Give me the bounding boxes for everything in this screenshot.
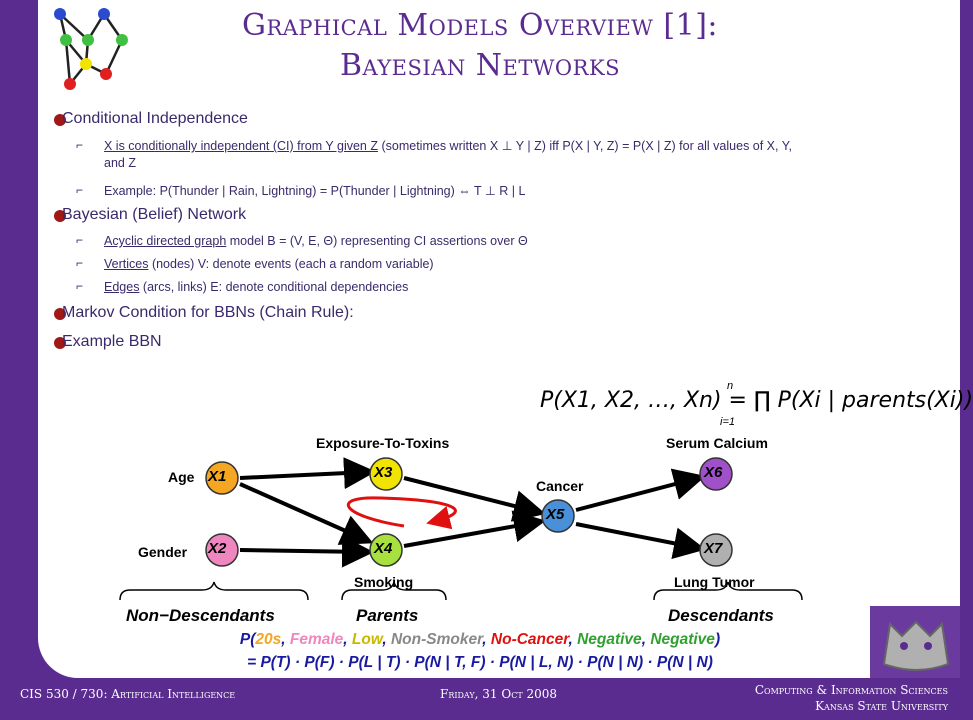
slide-title-line1: Graphical Models Overview [1]: bbox=[241, 8, 719, 43]
brace-label-parents: Parents bbox=[356, 606, 419, 625]
footer-course: CIS 530 / 730: Artificial Intelligence bbox=[20, 687, 236, 701]
brace-label-non-descendants: Non−Descendants bbox=[126, 606, 275, 625]
var-name-gender: Gender bbox=[138, 544, 188, 560]
brace-descendants bbox=[653, 581, 803, 601]
bbn-vertices-rest: (nodes) V: denote events (each a random … bbox=[148, 257, 434, 271]
node-label-x4: X4 bbox=[374, 540, 393, 557]
ex-age-value: 20s bbox=[255, 631, 282, 648]
ex-sep: , bbox=[281, 631, 290, 648]
ci-definition-link[interactable]: X is conditionally independent (CI) from… bbox=[104, 139, 378, 153]
bbn-edges-rest: (arcs, links) E: denote conditional depe… bbox=[139, 280, 409, 294]
ex-serum-value: Negative bbox=[577, 631, 642, 648]
bbn-node-x7[interactable] bbox=[699, 533, 733, 567]
ex-p-open: P( bbox=[239, 631, 256, 648]
example-factorization: = P(T) · P(F) · P(L | T) · P(N | T, F) ·… bbox=[247, 654, 713, 671]
ex-gender-value: Female bbox=[289, 631, 344, 648]
bullet-markov-condition: Markov Condition for BBNs (Chain Rule): bbox=[62, 304, 354, 321]
bbn-node-x3[interactable] bbox=[369, 457, 403, 491]
ci-definition: X is conditionally independent (CI) from… bbox=[104, 138, 914, 172]
bbn-node-x5[interactable] bbox=[541, 499, 575, 533]
bullet-icon bbox=[54, 114, 66, 126]
bbn-edges bbox=[239, 457, 706, 568]
sub-bullet-icon: ⌐ bbox=[76, 233, 84, 247]
bbn-node-x4[interactable] bbox=[369, 533, 403, 567]
bullet-bayesian-network: Bayesian (Belief) Network bbox=[62, 206, 247, 223]
bbn-edges-link[interactable]: Edges bbox=[104, 280, 140, 294]
ci-definition-end: and Z bbox=[104, 156, 136, 170]
brace-non-descendants bbox=[119, 581, 309, 601]
sub-bullet-icon: ⌐ bbox=[76, 183, 84, 197]
slide-background bbox=[38, 0, 960, 678]
edge-x2-x4 bbox=[239, 535, 374, 568]
edge-x5-x6 bbox=[575, 468, 706, 512]
bbn-graph-link[interactable]: Acyclic directed graph bbox=[104, 234, 227, 248]
edge-x4-x5 bbox=[403, 510, 546, 548]
edge-x5-x7 bbox=[575, 522, 706, 560]
bbn-node-x2[interactable] bbox=[205, 533, 239, 567]
var-name-serum-calcium: Serum Calcium bbox=[666, 435, 768, 451]
var-name-age: Age bbox=[168, 469, 195, 485]
node-label-x3: X3 bbox=[374, 464, 393, 481]
node-label-x1: X1 bbox=[208, 468, 227, 485]
bbn-node-x1[interactable] bbox=[205, 461, 239, 495]
bbn-def-vertices: Vertices (nodes) V: denote events (each … bbox=[104, 256, 914, 273]
var-name-exposure: Exposure-To-Toxins bbox=[316, 435, 450, 451]
footer-date: Friday, 31 Oct 2008 bbox=[440, 687, 558, 701]
ex-sep: , bbox=[641, 631, 651, 648]
edge-x1-x4 bbox=[239, 482, 374, 545]
brace-label-descendants: Descendants bbox=[668, 606, 774, 625]
bbn-vertices-link[interactable]: Vertices bbox=[104, 257, 149, 271]
bbn-def-edges: Edges (arcs, links) E: denote conditiona… bbox=[104, 279, 914, 296]
bullet-icon bbox=[54, 337, 66, 349]
footer-university: Kansas State University bbox=[815, 699, 948, 713]
edge-x1-x3 bbox=[239, 457, 376, 490]
ex-sep: , bbox=[482, 631, 491, 648]
node-label-x2: X2 bbox=[208, 540, 227, 557]
bbn-logo-icon bbox=[54, 8, 128, 90]
ex-smoking-value: Non-Smoker bbox=[390, 631, 483, 648]
node-label-x6: X6 bbox=[704, 464, 723, 481]
ex-cancer-value: No-Cancer bbox=[490, 631, 569, 648]
bullet-conditional-independence: Conditional Independence bbox=[62, 110, 248, 127]
edge-x3-x5 bbox=[403, 476, 546, 522]
chain-rule-upper-limit: n bbox=[727, 380, 734, 392]
ex-p-close: ) bbox=[714, 631, 721, 648]
bbn-def-graph: Acyclic directed graph model B = (V, E, … bbox=[104, 233, 914, 250]
var-name-cancer: Cancer bbox=[536, 478, 584, 494]
ex-exposure-value: Low bbox=[351, 631, 383, 648]
bbn-node-x6[interactable] bbox=[699, 457, 733, 491]
sub-bullet-icon: ⌐ bbox=[76, 279, 84, 293]
slide-title-line2: Bayesian Networks bbox=[339, 48, 621, 83]
footer-dept: Computing & Information Sciences bbox=[754, 683, 948, 697]
ksu-logo bbox=[870, 606, 960, 678]
brace-parents bbox=[341, 581, 447, 601]
var-name-lung-tumor: Lung Tumor bbox=[674, 574, 755, 590]
sub-bullet-icon: ⌐ bbox=[76, 256, 84, 270]
example-joint-probability: P(20s, Female, Low, Non-Smoker, No-Cance… bbox=[0, 631, 960, 649]
chain-rule-text: P(X1, X2, …, Xn) = ∏ P(Xi | parents(Xi)) bbox=[540, 388, 973, 413]
node-label-x5: X5 bbox=[546, 506, 565, 523]
bullet-icon bbox=[54, 308, 66, 320]
var-name-smoking: Smoking bbox=[354, 574, 414, 590]
bullet-example-bbn: Example BBN bbox=[62, 333, 162, 350]
red-loop-arrow bbox=[346, 496, 457, 530]
bbn-graph-rest: model B = (V, E, Θ) representing CI asse… bbox=[226, 234, 528, 248]
ex-sep: , bbox=[382, 631, 391, 648]
chain-rule-lower-limit: i=1 bbox=[720, 416, 735, 428]
ex-sep: , bbox=[343, 631, 352, 648]
sub-bullet-icon: ⌐ bbox=[76, 138, 84, 152]
ex-tumor-value: Negative bbox=[650, 631, 715, 648]
ci-definition-rest: (sometimes written X ⊥ Y | Z) iff P(X | … bbox=[378, 139, 792, 153]
node-label-x7: X7 bbox=[704, 540, 723, 557]
ex-sep: , bbox=[568, 631, 578, 648]
ci-example: Example: P(Thunder | Rain, Lightning) = … bbox=[104, 184, 526, 198]
wildcat-icon bbox=[882, 620, 950, 671]
bullet-icon bbox=[54, 210, 66, 222]
chain-rule-formula: P(X1, X2, …, Xn) = ∏ P(Xi | parents(Xi)) bbox=[540, 388, 973, 413]
